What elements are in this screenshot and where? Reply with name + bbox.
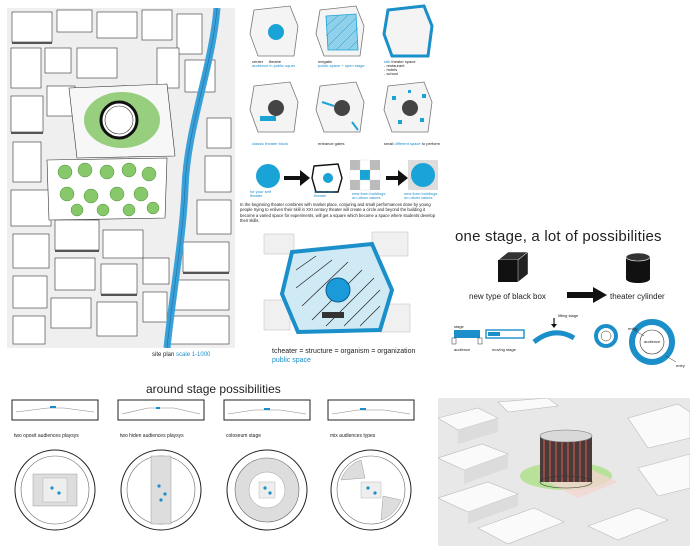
label-audience-ring: audience bbox=[644, 339, 661, 344]
label-entity: entity bbox=[628, 326, 638, 331]
site-plan-map bbox=[7, 8, 235, 348]
stage-sections-drawing bbox=[11, 399, 415, 531]
black-box-cube bbox=[496, 250, 530, 284]
concept-formula: tcheater = structure = organism = organi… bbox=[272, 348, 416, 355]
label-entry: entry bbox=[676, 363, 685, 368]
concept-plan-drawing bbox=[263, 231, 411, 335]
stage-mechanics bbox=[450, 316, 690, 372]
diagram-sketches bbox=[249, 4, 438, 193]
site-plan bbox=[7, 8, 235, 348]
diagram-5-label: entrance gates bbox=[318, 141, 345, 146]
possibility-4-label: mix audiences types bbox=[330, 433, 376, 439]
cube-icon bbox=[497, 251, 529, 283]
render-view-drawing bbox=[438, 398, 690, 546]
theater-cylinder bbox=[624, 252, 652, 284]
arrow-icon bbox=[567, 287, 607, 303]
possibility-2-label: two hiden audiences playsys bbox=[120, 433, 184, 439]
possibility-1-label: two oposit audiences playsys bbox=[14, 433, 79, 439]
diagram-2-label: megatin public space + open stage bbox=[318, 59, 365, 68]
diagram-4-label: classic theater block bbox=[252, 141, 289, 146]
concept-paragraph: In the beginning theater combines with m… bbox=[240, 202, 436, 223]
render-view bbox=[438, 398, 690, 546]
concept-formula-sub: public space bbox=[272, 357, 311, 364]
label-lifting-stage: lifting stage bbox=[558, 313, 579, 318]
concept-plan bbox=[262, 230, 412, 342]
cylinder-icon bbox=[625, 252, 651, 283]
diagram-3-label: site theater space - restaurant - hotels… bbox=[384, 59, 416, 76]
diagram-1-label: center theatre audience in public squer bbox=[252, 59, 296, 68]
diagram-grid bbox=[240, 4, 440, 224]
black-box-label: new type of black box bbox=[469, 292, 546, 301]
site-plan-label: site plan scale 1-1000 bbox=[152, 352, 211, 358]
cylinder-label: theater cylinder bbox=[610, 292, 665, 301]
right-panel-title: one stage, a lot of possibilities bbox=[455, 228, 662, 245]
stage-possibilities-title: around stage possibilities bbox=[146, 382, 281, 396]
label-stage: stage bbox=[454, 324, 464, 329]
label-moving-stage: moving stage bbox=[492, 347, 516, 352]
stage-mechanics-drawing bbox=[451, 318, 677, 365]
possibility-3-label: coloseum stage bbox=[226, 433, 262, 439]
stage-sections bbox=[8, 398, 432, 546]
diagram-6-label: small different space to perform bbox=[384, 141, 440, 146]
label-audience: audience bbox=[454, 347, 471, 352]
